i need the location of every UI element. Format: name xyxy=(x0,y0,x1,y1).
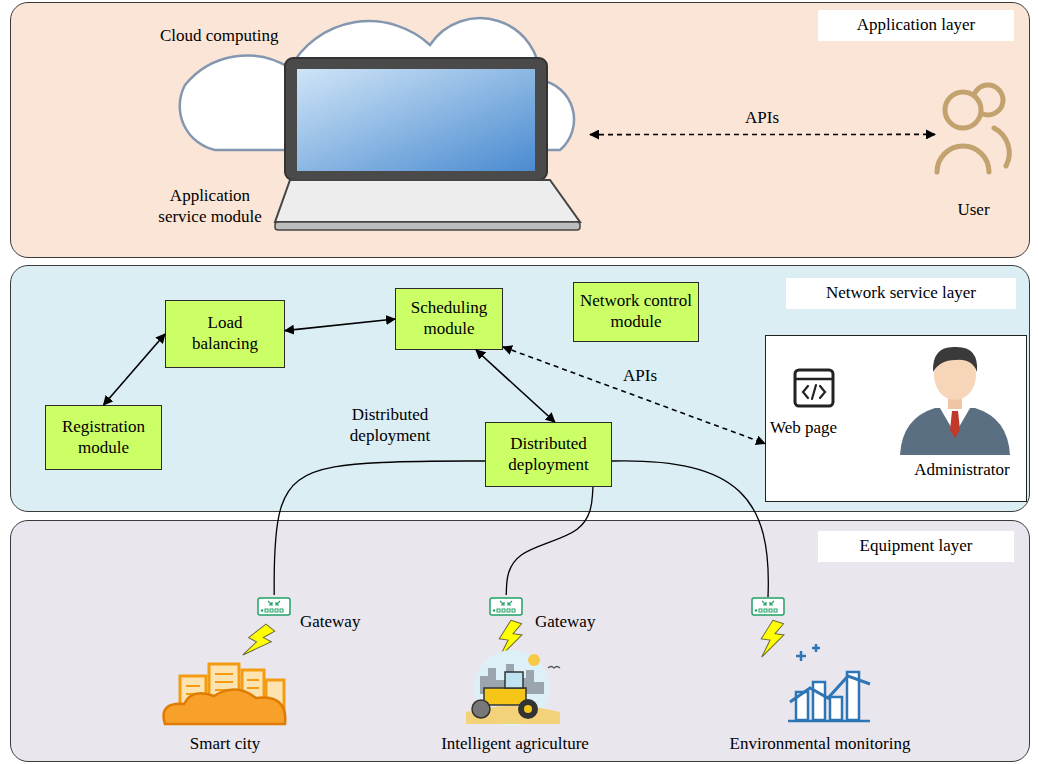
roller-body xyxy=(484,688,526,705)
laptop-frame xyxy=(285,58,547,180)
smart-city-icon xyxy=(164,664,286,724)
chart-bar xyxy=(813,682,825,720)
chart-bar xyxy=(830,697,842,720)
user-head-front xyxy=(945,92,981,128)
layer-title: Application layer xyxy=(818,10,1014,41)
free-label: Distributed deployment xyxy=(330,405,450,446)
roller-drum xyxy=(472,700,490,718)
box-label: Network control module xyxy=(580,291,692,332)
user-body-front xyxy=(937,146,989,172)
api-connector xyxy=(590,134,935,136)
admin-tie xyxy=(950,411,960,438)
web-page-icon xyxy=(795,370,833,406)
connector xyxy=(506,487,593,595)
node-label: Web page xyxy=(770,418,860,439)
node-label: Administrator xyxy=(900,460,1024,481)
layer-band: Network service layerLoad balancing Sched… xyxy=(10,265,1030,512)
node-label: Application service module xyxy=(150,186,270,227)
node-label: Gateway xyxy=(535,612,613,633)
web-page-code-mark xyxy=(803,385,825,399)
admin-body xyxy=(900,408,1010,455)
admin-hair xyxy=(933,347,977,372)
connector xyxy=(274,461,485,595)
deployment-curve xyxy=(612,461,768,597)
agri-sun xyxy=(528,654,540,666)
process-box: Load balancing xyxy=(165,300,285,368)
connector-label: APIs xyxy=(741,108,783,129)
gateway-icon xyxy=(490,598,522,615)
box-label: Scheduling module xyxy=(403,298,495,339)
chart-plus xyxy=(796,644,820,661)
web-page-frame xyxy=(795,370,833,406)
connector xyxy=(285,319,395,331)
node-label: Cloud computing xyxy=(160,26,300,47)
gateway-icon xyxy=(752,598,784,615)
web-page-bar xyxy=(796,378,832,381)
process-box: Registration module xyxy=(45,405,162,470)
wireless-bolt xyxy=(759,619,786,660)
connector-label: APIs xyxy=(619,366,661,387)
laptop-illustration xyxy=(275,58,580,230)
laptop-base xyxy=(275,180,580,222)
roller-cab xyxy=(505,672,523,688)
node-label: Smart city xyxy=(140,734,310,755)
layer-title: Equipment layer xyxy=(818,531,1014,562)
box-label: Distributed deployment xyxy=(497,434,601,475)
roller-hub xyxy=(524,705,532,713)
process-box: Network control module xyxy=(573,282,699,342)
box-label: Registration module xyxy=(54,417,154,458)
roller-wheel xyxy=(518,699,538,719)
connectors xyxy=(104,134,936,595)
wireless-bolt xyxy=(240,620,277,664)
environment-icon xyxy=(788,644,870,721)
box-label: Load balancing xyxy=(185,313,265,354)
api-connector xyxy=(503,347,765,444)
connector xyxy=(476,350,555,422)
laptop-edge xyxy=(275,222,580,230)
node-label: User xyxy=(935,200,1012,221)
process-box: Scheduling module xyxy=(395,288,503,350)
chart-baseline xyxy=(788,720,870,723)
agriculture-icon xyxy=(466,650,560,726)
administrator-figure xyxy=(900,347,1010,455)
connector xyxy=(104,334,166,405)
gateway-icon xyxy=(258,598,290,615)
user-body-back xyxy=(994,128,1009,166)
process-box: Distributed deployment xyxy=(485,422,612,487)
node-label: Gateway xyxy=(300,612,372,633)
chart-trend xyxy=(790,676,870,702)
laptop-screen xyxy=(297,69,535,171)
city-cloud-base xyxy=(164,689,286,724)
layer-title: Network service layer xyxy=(786,278,1016,309)
agri-birds xyxy=(548,667,560,669)
node-label: Environmental monitoring xyxy=(690,734,950,755)
node-label: Intelligent agriculture xyxy=(415,734,615,755)
user-icon xyxy=(937,85,1009,172)
